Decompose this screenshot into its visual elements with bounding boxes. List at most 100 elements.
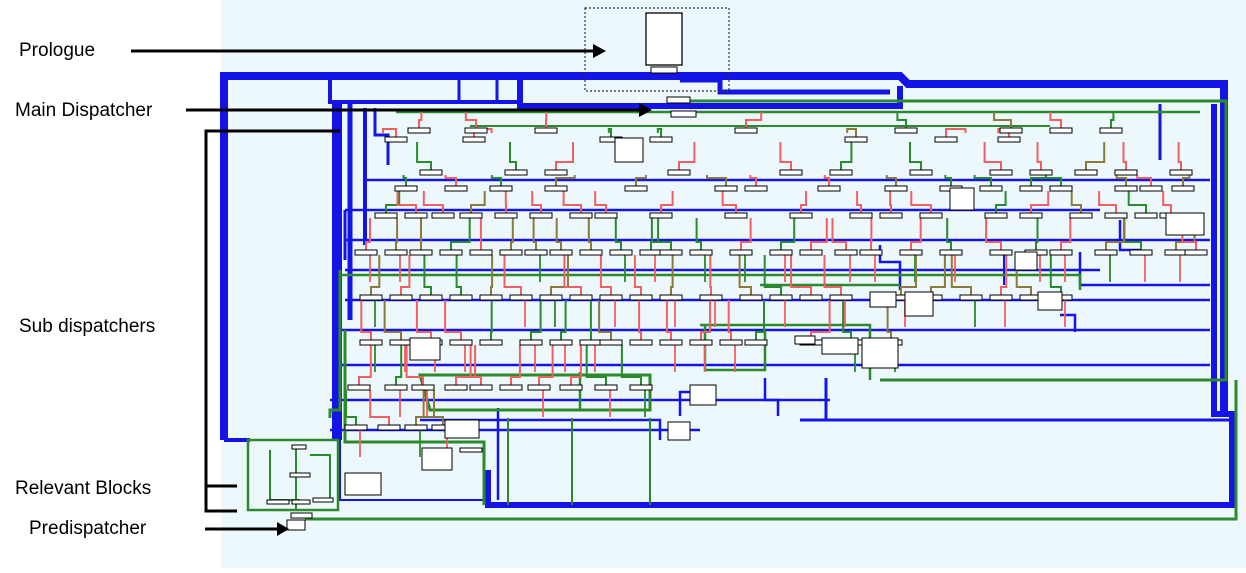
basic-block <box>445 385 467 390</box>
basic-block <box>545 186 567 191</box>
basic-block <box>818 186 840 191</box>
basic-block <box>410 250 432 255</box>
basic-block <box>690 340 712 345</box>
basic-block <box>580 340 602 345</box>
basic-block <box>822 338 858 354</box>
basic-block <box>1185 250 1207 255</box>
basic-block <box>1020 213 1042 218</box>
basic-block <box>660 250 682 255</box>
basic-block <box>690 385 716 405</box>
basic-block <box>550 250 572 255</box>
basic-block <box>385 250 407 255</box>
basic-block <box>500 250 522 255</box>
prologue-block <box>646 13 682 65</box>
predispatcher-label: Predispatcher <box>29 518 146 540</box>
basic-block <box>885 186 907 191</box>
basic-block <box>463 137 485 142</box>
basic-block <box>990 170 1012 175</box>
basic-block <box>570 295 592 300</box>
basic-block <box>580 250 602 255</box>
basic-block <box>505 170 527 175</box>
basic-block <box>412 385 434 390</box>
basic-block <box>860 250 882 255</box>
basic-block <box>770 295 792 300</box>
basic-block <box>460 213 482 218</box>
basic-block <box>1020 186 1042 191</box>
basic-block <box>600 340 622 345</box>
basic-block <box>1172 186 1194 191</box>
basic-block <box>267 500 289 504</box>
basic-block <box>650 213 672 218</box>
basic-block <box>895 128 917 133</box>
basic-block <box>432 213 454 218</box>
basic-block <box>850 213 872 218</box>
edge <box>491 300 492 340</box>
basic-block <box>560 385 582 390</box>
basic-block <box>525 250 547 255</box>
basic-block <box>630 340 652 345</box>
edge <box>491 255 492 295</box>
basic-block <box>535 128 557 133</box>
basic-block <box>450 340 472 345</box>
basic-block <box>570 213 592 218</box>
basic-block <box>313 498 333 502</box>
basic-block <box>615 138 643 162</box>
basic-block <box>1166 213 1204 235</box>
basic-block <box>770 250 792 255</box>
basic-block <box>790 213 812 218</box>
basic-block <box>745 186 767 191</box>
basic-block <box>640 250 662 255</box>
basic-block <box>510 295 532 300</box>
basic-block <box>550 340 572 345</box>
prologue-tail-block <box>651 67 677 73</box>
basic-block <box>490 186 512 191</box>
basic-block <box>405 213 427 218</box>
basic-block <box>800 250 822 255</box>
predispatcher-block <box>287 520 305 530</box>
basic-block <box>700 295 722 300</box>
basic-block <box>1165 250 1187 255</box>
basic-block <box>690 250 712 255</box>
basic-block <box>375 213 397 218</box>
basic-block <box>1030 170 1052 175</box>
basic-block <box>355 250 377 255</box>
basic-block <box>830 295 852 300</box>
basic-block <box>1170 170 1192 175</box>
basic-block <box>450 295 472 300</box>
basic-block <box>1100 128 1122 133</box>
basic-block <box>1038 292 1062 310</box>
basic-block <box>1050 128 1072 133</box>
basic-block <box>422 448 452 470</box>
basic-block <box>990 250 1012 255</box>
basic-block <box>835 250 857 255</box>
basic-block <box>495 213 517 218</box>
edge <box>396 218 397 250</box>
edge <box>890 191 891 213</box>
basic-block <box>960 295 982 300</box>
basic-block <box>950 188 974 210</box>
basic-block <box>650 137 672 142</box>
basic-block <box>520 340 542 345</box>
basic-block <box>1050 250 1072 255</box>
basic-block <box>360 295 382 300</box>
basic-block <box>1000 128 1022 133</box>
basic-block <box>385 385 407 390</box>
basic-block <box>740 295 762 300</box>
basic-block <box>735 128 757 133</box>
basic-block <box>990 295 1012 300</box>
basic-block <box>668 422 690 440</box>
basic-block <box>1075 170 1097 175</box>
basic-block <box>1115 170 1137 175</box>
basic-block <box>715 186 737 191</box>
main-dispatcher-block <box>667 97 690 103</box>
basic-block <box>880 213 902 218</box>
basic-block <box>530 213 552 218</box>
prologue-label: Prologue <box>19 40 95 62</box>
basic-block <box>630 295 652 300</box>
basic-block <box>595 385 617 390</box>
basic-block <box>395 186 417 191</box>
basic-block <box>408 128 430 133</box>
edge <box>710 255 711 295</box>
basic-block <box>540 295 562 300</box>
